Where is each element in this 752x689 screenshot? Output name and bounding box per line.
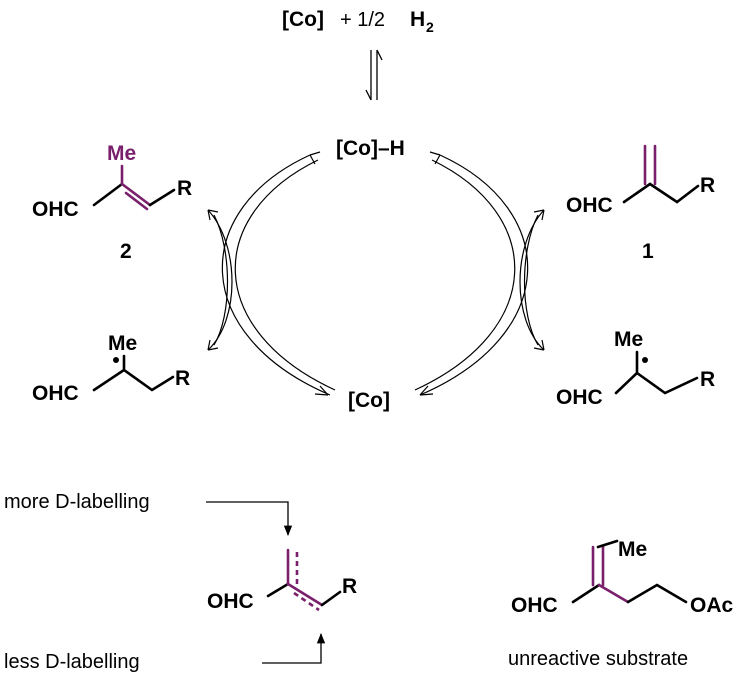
h2-subscript: 2 bbox=[426, 19, 434, 35]
radical-left-aldehyde: OHC bbox=[32, 382, 79, 405]
labelling-aldehyde: OHC bbox=[207, 590, 254, 613]
radical-right: Me OHC R bbox=[556, 328, 715, 409]
compound-1-bond-cho bbox=[622, 182, 652, 204]
compound-2-r: R bbox=[177, 177, 192, 200]
radical-right-dot bbox=[642, 357, 648, 363]
less-labelling-arrow bbox=[262, 632, 326, 664]
top-reagent: [Co] + 1/2 H 2 bbox=[282, 8, 434, 35]
cycle-arc-left-outer bbox=[221, 154, 331, 396]
labelling-bond-allyl bbox=[286, 582, 324, 607]
harpoon-down bbox=[365, 50, 372, 101]
compound-2-bond-cho bbox=[92, 182, 124, 207]
cycle-arc-right-inner bbox=[414, 159, 516, 391]
compound-1-aldehyde: OHC bbox=[566, 194, 613, 217]
unreactive-substrate: Me OHC OAc unreactive substrate bbox=[508, 538, 734, 670]
half-label: + 1/2 bbox=[340, 9, 385, 31]
compound-2-double-b bbox=[124, 191, 149, 211]
compound-1-chain bbox=[648, 182, 700, 204]
compound-1-r: R bbox=[700, 174, 715, 197]
radical-left-dot bbox=[113, 357, 119, 363]
labelling-bond-r bbox=[320, 590, 342, 607]
cycle-arc-right-outer bbox=[419, 154, 529, 396]
unreactive-methyl: Me bbox=[618, 538, 647, 561]
less-labelling-label: less D-labelling bbox=[4, 651, 140, 673]
radical-right-r: R bbox=[700, 368, 715, 391]
labelling-structure: more D-labelling less D-labelling OHC R bbox=[4, 491, 357, 673]
compound-2: Me OHC R 2 bbox=[32, 142, 192, 263]
labelling-bond-cho bbox=[266, 582, 290, 598]
unreactive-aldehyde: OHC bbox=[511, 594, 558, 617]
compound-2-bond-r bbox=[148, 188, 176, 207]
unreactive-caption: unreactive substrate bbox=[508, 648, 688, 670]
more-labelling-arrow bbox=[206, 501, 293, 537]
cobalt-label-bottom: [Co] bbox=[348, 389, 390, 412]
radical-right-skeleton bbox=[614, 350, 699, 395]
compound-1-number: 1 bbox=[642, 240, 654, 263]
radical-left-r: R bbox=[175, 367, 190, 390]
small-arc-right-inner bbox=[523, 214, 539, 346]
unreactive-bond-cho bbox=[571, 583, 601, 604]
radical-left: Me OHC R bbox=[32, 332, 190, 405]
more-labelling-label: more D-labelling bbox=[4, 491, 150, 513]
unreactive-acetate: OAc bbox=[690, 594, 734, 617]
radical-left-methyl: Me bbox=[108, 332, 137, 355]
h2-label: H bbox=[410, 8, 425, 31]
equilibrium-arrow bbox=[365, 49, 383, 101]
labelling-r: R bbox=[342, 575, 357, 598]
radical-left-skeleton bbox=[92, 354, 175, 392]
compound-2-methyl: Me bbox=[107, 142, 136, 165]
unreactive-chain-oac bbox=[626, 583, 688, 604]
unreactive-bond-me bbox=[596, 539, 619, 549]
compound-2-number: 2 bbox=[120, 240, 132, 263]
radical-right-aldehyde: OHC bbox=[556, 386, 603, 409]
compound-2-aldehyde: OHC bbox=[32, 198, 79, 221]
cycle-arrows bbox=[207, 151, 545, 396]
radical-right-methyl: Me bbox=[614, 328, 643, 351]
cycle-arc-left-inner bbox=[234, 159, 336, 391]
compound-2-double-a bbox=[120, 182, 152, 207]
harpoon-up bbox=[376, 49, 383, 100]
unreactive-bond-chain bbox=[597, 583, 630, 604]
cobalt-hydride-label: [Co]–H bbox=[336, 137, 405, 160]
compound-1: OHC R 1 bbox=[566, 144, 715, 263]
small-arc-left-inner bbox=[213, 214, 229, 346]
cobalt-label-top: [Co] bbox=[282, 8, 324, 31]
